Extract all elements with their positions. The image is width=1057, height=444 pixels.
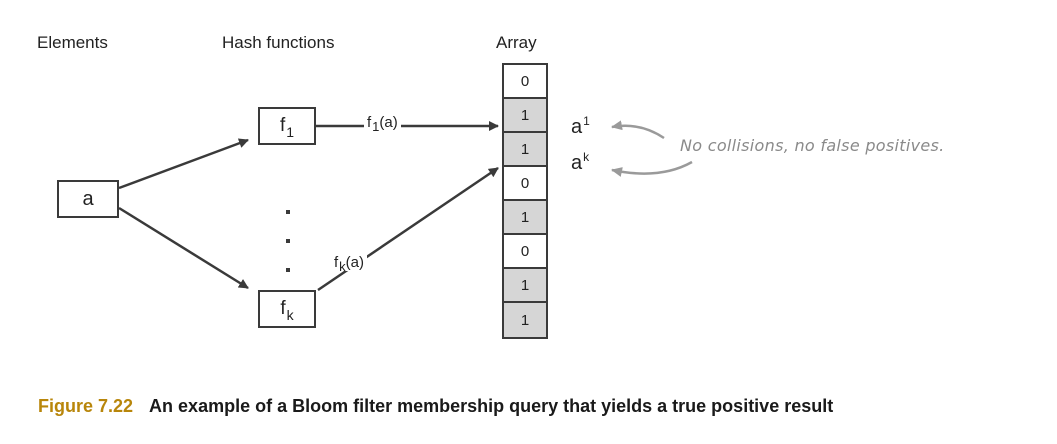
hash-result-a1: a1 [571, 114, 590, 139]
figure-number: Figure 7.22 [38, 396, 134, 416]
elements-header: Elements [37, 33, 108, 52]
arrow-a-to-fk [118, 206, 249, 290]
figure-caption-text: An example of a Bloom filter membership … [149, 396, 834, 416]
element-a-label: a [82, 187, 94, 210]
element-a-box: a [57, 180, 119, 218]
arrow-label-f1a: f1(a) [364, 114, 401, 134]
arrow-label-fka-base: f [334, 254, 339, 271]
arrow-label-f1a-base: f [367, 114, 372, 131]
hash-function-f1-name: f [279, 115, 286, 136]
bit-cell-2: 1 [504, 133, 546, 167]
figure-caption: Figure 7.22 An example of a Bloom filter … [38, 396, 833, 417]
arrow-label-fka-subscript: k [339, 259, 346, 274]
ellipsis-dot [286, 268, 290, 272]
hash-function-f1-subscript: 1 [286, 124, 295, 140]
hash-result-ak: ak [571, 150, 590, 175]
hash-result-a1-superscript: 1 [583, 114, 590, 128]
arrow-label-f1a-subscript: 1 [372, 119, 380, 134]
ellipsis-dot [286, 210, 290, 214]
bit-cell-0: 0 [504, 65, 546, 99]
bit-cell-3: 0 [504, 167, 546, 201]
hash-result-a1-base: a [571, 116, 583, 138]
bit-cell-1: 1 [504, 99, 546, 133]
bit-cell-5: 0 [504, 235, 546, 269]
bit-cell-6: 1 [504, 269, 546, 303]
arrow-label-fka: fk(a) [331, 254, 368, 274]
bit-array: 0 1 1 0 1 0 1 1 [502, 63, 548, 339]
annotation-arrow-bottom [611, 160, 693, 177]
hash-function-fk-subscript: k [286, 307, 294, 323]
hash-result-ak-base: a [571, 152, 583, 174]
arrow-label-f1a-suffix: (a) [379, 114, 398, 131]
bit-cell-4: 1 [504, 201, 546, 235]
annotation-text: No collisions, no false positives. [680, 136, 945, 155]
ellipsis-dot [286, 239, 290, 243]
hash-functions-header: Hash functions [222, 33, 335, 52]
array-header: Array [496, 33, 537, 52]
arrow-label-fka-suffix: (a) [345, 254, 365, 271]
hash-result-ak-superscript: k [583, 150, 590, 164]
bit-cell-7: 1 [504, 303, 546, 337]
hash-function-fk-name: f [280, 298, 286, 319]
arrow-a-to-f1 [118, 138, 249, 190]
annotation-arrow-top [611, 120, 665, 140]
